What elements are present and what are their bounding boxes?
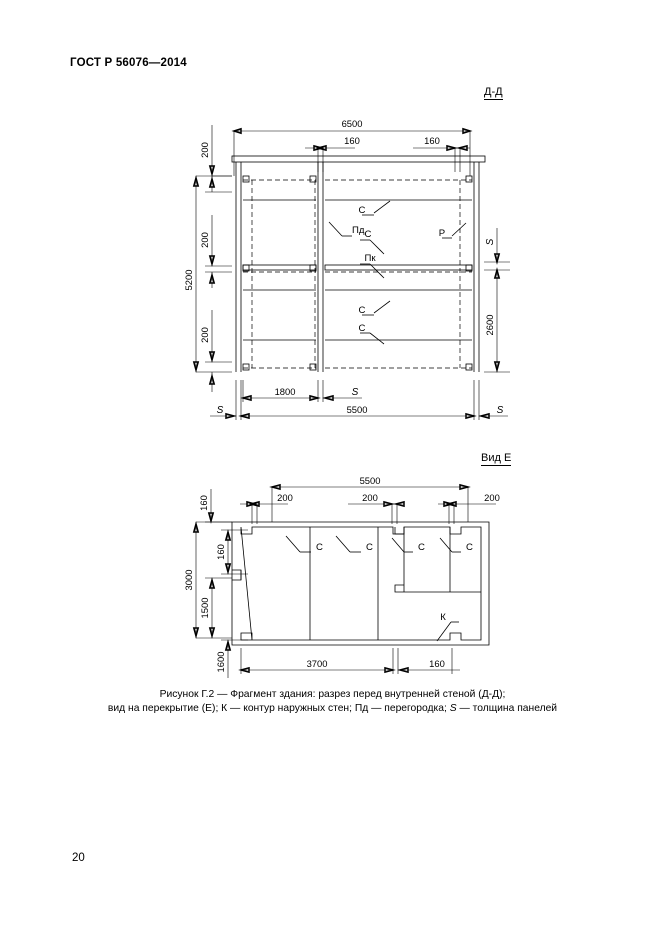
- dim-left-middle: 200: [199, 232, 210, 248]
- callout-plan-slab3: С: [418, 542, 425, 553]
- dim-top-left-inner: 160: [344, 135, 360, 146]
- callout-covering: Пк: [364, 253, 376, 264]
- section-view-title: Д-Д: [484, 86, 503, 100]
- figure-caption-line2: вид на перекрытие (Е); К — контур наружн…: [60, 702, 605, 716]
- dim-plan-gap1: 200: [277, 492, 293, 503]
- dim-plan-inner-160: 160: [215, 544, 226, 560]
- figure-caption-line2-b: — толщина панелей: [456, 703, 558, 714]
- callout-plan-slab1: С: [316, 542, 323, 553]
- figure-caption-line1: Рисунок Г.2 — Фрагмент здания: разрез пе…: [159, 689, 506, 700]
- callout-slab-lower2: С: [359, 323, 366, 334]
- dim-plan-left-overall: 3000: [183, 570, 194, 591]
- dim-left-overall: 5200: [183, 270, 194, 291]
- callout-beam: Р: [439, 228, 445, 239]
- callout-slab-lower1: С: [359, 305, 366, 316]
- dim-bottom-inner-thickness: S: [352, 387, 359, 398]
- dim-left-lower: 200: [199, 327, 210, 343]
- callout-plan-slab2: С: [366, 542, 373, 553]
- figure-caption-line2-a: вид на перекрытие (Е); К — контур наружн…: [107, 703, 450, 714]
- dim-plan-gap2: 200: [362, 492, 378, 503]
- dim-bottom-left-thickness: S: [217, 405, 224, 416]
- dim-right-height: 2600: [484, 315, 495, 336]
- dim-plan-gap3: 200: [484, 492, 500, 503]
- dim-bottom-right-thickness: S: [497, 405, 504, 416]
- dim-plan-1500: 1500: [199, 598, 210, 619]
- section-drawing: 6500 160 160 200: [183, 118, 510, 420]
- figure-caption-symbol-s: S: [449, 703, 457, 714]
- dim-bottom-inner: 1800: [275, 386, 296, 397]
- dim-plan-160: 160: [429, 658, 445, 669]
- dim-plan-left-edge: 160: [198, 495, 209, 511]
- callout-plan-slab4: С: [466, 542, 473, 553]
- standard-header: ГОСТ Р 56076—2014: [70, 57, 187, 69]
- dim-plan-1600: 1600: [215, 652, 226, 673]
- page-number: 20: [72, 852, 85, 864]
- dim-top-right-inner: 160: [424, 135, 440, 146]
- dim-plan-top-overall: 5500: [360, 475, 381, 486]
- dim-bottom-overall: 5500: [347, 404, 368, 415]
- plan-view-title: Вид Е: [481, 452, 512, 466]
- plan-drawing: 5500 200 200 200 1: [183, 475, 500, 678]
- dim-plan-3700: 3700: [307, 658, 328, 669]
- callout-slab-mid: С: [365, 229, 372, 240]
- dim-left-upper: 200: [199, 142, 210, 158]
- callout-outer-wall-contour: К: [440, 612, 446, 623]
- callout-slab-upper: С: [359, 205, 366, 216]
- figure-caption: Рисунок Г.2 — Фрагмент здания: разрез пе…: [60, 688, 605, 716]
- dim-top-overall: 6500: [342, 118, 363, 129]
- callout-partition: Пд: [352, 225, 365, 236]
- dim-right-thickness: S: [485, 238, 496, 245]
